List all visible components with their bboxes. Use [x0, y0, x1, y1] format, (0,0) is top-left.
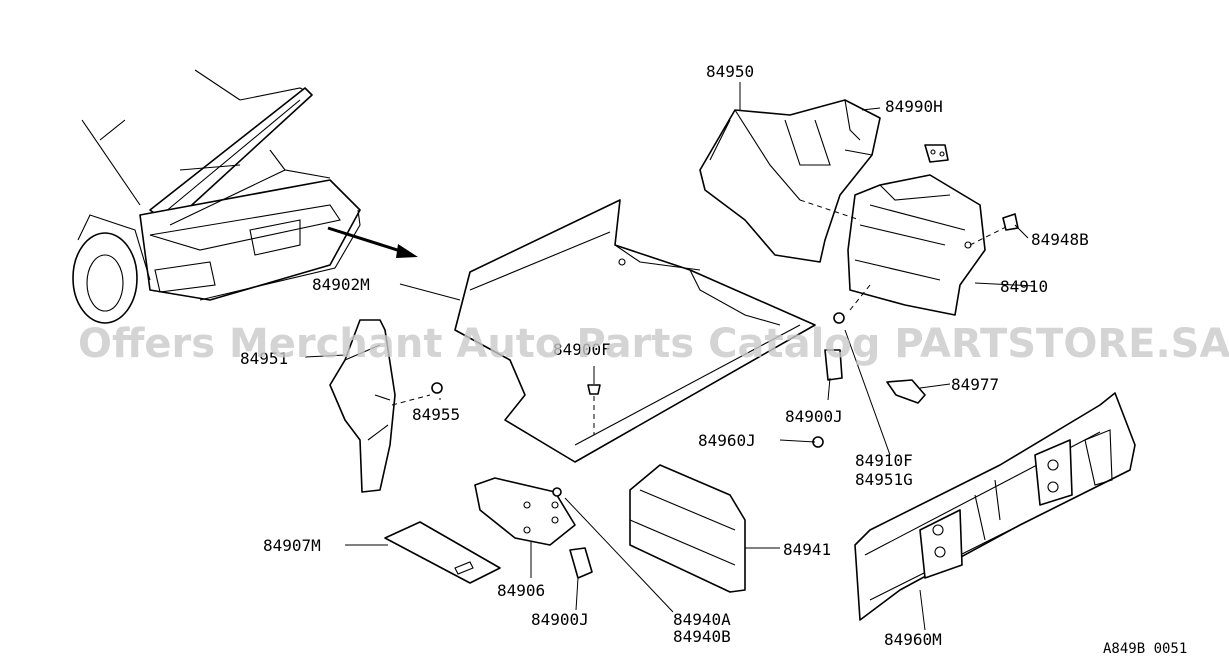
- part-84902M-trunk-floor-mat: [454, 199, 816, 463]
- label-84900J-lower: 84900J: [531, 610, 589, 629]
- label-84910: 84910: [1000, 277, 1048, 296]
- label-84950: 84950: [706, 62, 754, 81]
- label-84948B: 84948B: [1031, 230, 1089, 249]
- part-84910-side-lining: [799, 174, 1011, 316]
- label-84906: 84906: [497, 581, 545, 600]
- label-84977: 84977: [951, 375, 999, 394]
- part-84907M-mat: [384, 521, 501, 584]
- label-84900J-upper: 84900J: [785, 407, 843, 426]
- part-labels: 84950 84990H 84948B 84910 84902M 84951 8…: [240, 62, 1089, 649]
- label-84907M: 84907M: [263, 536, 321, 555]
- label-84941: 84941: [783, 540, 831, 559]
- label-84902M: 84902M: [312, 275, 370, 294]
- label-84940A: 84940A: [673, 610, 731, 629]
- label-84951: 84951: [240, 349, 288, 368]
- label-84960J: 84960J: [698, 431, 756, 450]
- label-84990H: 84990H: [885, 97, 943, 116]
- label-84960M: 84960M: [884, 630, 942, 649]
- part-84900J-clip-lower: [569, 547, 593, 579]
- part-84977-bracket: [886, 379, 926, 404]
- part-84948B-clip: [1002, 213, 1019, 231]
- part-84960M-back-panel: [854, 392, 1136, 621]
- part-84950-side-finisher: [699, 99, 881, 263]
- part-84951-side-lining-left: [329, 319, 431, 493]
- part-84955-clip: [431, 382, 443, 394]
- label-84955: 84955: [412, 405, 460, 424]
- leader-lines: [304, 82, 1036, 631]
- label-84951G: 84951G: [855, 470, 913, 489]
- diagram-code: A849B 0051: [1103, 641, 1187, 657]
- arrow-icon: [327, 226, 418, 258]
- watermark: Offers Merchant Auto Parts Catalog PARTS…: [78, 321, 1229, 367]
- part-84940-finisher: [629, 464, 746, 593]
- label-84940B: 84940B: [673, 627, 731, 646]
- label-84910F: 84910F: [855, 451, 913, 470]
- part-84990H-clip: [924, 144, 949, 163]
- label-84900F: 84900F: [553, 340, 611, 359]
- part-84900F-clip: [587, 366, 601, 435]
- car-rear-illustration: [72, 69, 418, 324]
- part-84906-board: [474, 477, 576, 546]
- part-84900J-clip-upper: [824, 312, 845, 381]
